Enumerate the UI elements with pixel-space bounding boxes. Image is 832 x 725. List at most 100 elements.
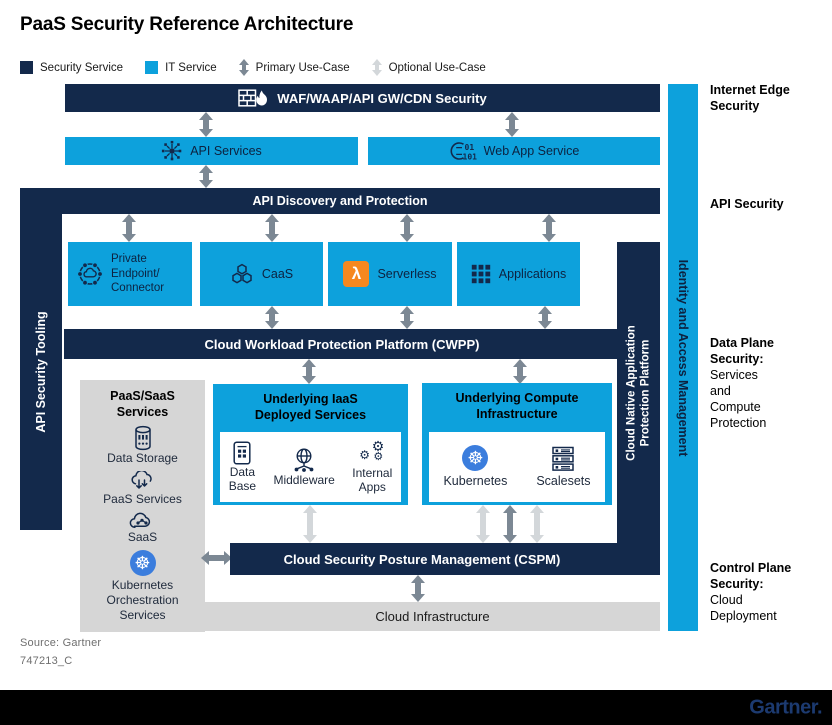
middleware-label: Middleware [273,472,335,487]
underlying-iaas-panel: Underlying IaaS Deployed Services Data B… [213,384,408,505]
label-line: Orchestration [106,592,179,607]
kubernetes-icon: ☸ [462,445,489,471]
label-line: Services [710,368,758,382]
waf-bar: WAF/WAAP/API GW/CDN Security [65,84,660,112]
label-line: Cloud [710,593,743,607]
container-cluster-icon [232,263,252,284]
label-line: Services [119,607,166,622]
saas-label: SaaS [127,529,158,544]
paas-saas-services-panel: PaaS/SaaS Services Data Storage [80,380,205,632]
underlying-iaas-title: Underlying IaaS Deployed Services [255,391,366,424]
scalesets-label: Scalesets [536,473,591,488]
label-line: Control Plane [710,561,792,575]
primary-arrow [542,214,556,242]
title-line: Services [116,405,169,420]
cnapp-label: Cloud Native Application Protection Plat… [624,325,653,461]
title-line: Underlying IaaS [263,392,358,406]
optional-arrow [303,505,317,543]
api-services-label: API Services [190,144,262,158]
label-line: Data [229,464,256,479]
kubernetes-icon: ☸ [129,549,156,576]
legend: Security Service IT Service Primary Use-… [20,59,508,76]
cwpp-label: Cloud Workload Protection Platform (CWPP… [204,336,480,352]
optional-arrow [530,505,544,543]
legend-it-service: IT Service [145,61,217,74]
optional-arrow [476,505,490,543]
lambda-icon: λ [343,261,370,287]
primary-arrow [199,165,213,188]
underlying-compute-title: Underlying Compute Infrastructure [456,390,579,423]
label-line: Private [111,253,147,266]
legend-optional-use-case: Optional Use-Case [372,59,486,76]
footer-bar: Gartner. [0,690,832,725]
private-endpoint-label: Private Endpoint/ Connector [111,252,164,295]
label-line: Internet Edge [710,83,790,97]
middleware-item: Middleware [273,447,335,487]
primary-arrow-icon [239,59,249,76]
api-discovery-label: API Discovery and Protection [252,194,428,208]
paas-cloud-icon [131,470,153,489]
iaas-inner-box: Data Base Middleware ⚙⚙⚙ Internal Apps [220,432,401,502]
title-line: Infrastructure [476,407,558,422]
api-services-box: API Services [65,137,358,165]
primary-arrow [265,214,279,242]
document-id: 747213_C [20,655,73,667]
cnapp-bar: Cloud Native Application Protection Plat… [617,242,660,543]
primary-arrow [400,214,414,242]
api-security-label: API Security [710,196,832,212]
api-security-tooling-label: API Security Tooling [34,311,48,433]
label-line: Data Plane [710,336,774,350]
web-app-service-label: Web App Service [483,144,580,158]
private-endpoint-box: Private Endpoint/ Connector [68,242,192,306]
api-hub-icon [162,140,182,161]
paas-services-label: PaaS Services [103,491,182,506]
cwpp-bar: Cloud Workload Protection Platform (CWPP… [64,329,620,359]
cloud-infrastructure-bar: Cloud Infrastructure [205,602,660,631]
kubernetes-item: ☸ Kubernetes [443,445,507,489]
internet-edge-security-label: Internet Edge Security [710,82,832,114]
kubernetes-orchestration-item: ☸ Kubernetes Orchestration Services [106,549,179,623]
paas-saas-title: PaaS/SaaS Services [110,388,175,421]
source-note: Source: Gartner [20,637,102,649]
title-line: PaaS/SaaS [110,389,175,403]
applications-label: Applications [498,267,567,281]
data-storage-label: Data Storage [107,450,178,465]
saas-item: SaaS [128,512,157,545]
serverless-box: λ Serverless [328,242,452,306]
gears-icon: ⚙⚙⚙ [359,437,385,463]
cloud-infrastructure-label: Cloud Infrastructure [375,609,490,624]
primary-horizontal-arrow [201,550,232,565]
icon-digits: 01 [464,143,474,152]
primary-arrow [302,359,316,384]
it-service-swatch [145,61,159,74]
legend-security-service: Security Service [20,61,123,74]
icon-digits: 101 [462,153,477,161]
cspm-label: Cloud Security Posture Management (CSPM) [283,551,561,567]
paas-services-item: PaaS Services [103,470,182,507]
label-line: Base [228,479,257,493]
label-line: Kubernetes [111,577,174,592]
kubernetes-label: Kubernetes [443,474,508,488]
database-icon [233,441,251,465]
label-line: Protection [710,416,767,430]
web-globe-icon: 01 101 [450,142,477,161]
primary-arrow [122,214,136,242]
label-line: Security [710,99,760,113]
api-discovery-bar: API Discovery and Protection [20,188,660,214]
data-plane-security-label: Data Plane Security: Services and Comput… [710,335,832,431]
endpoint-ring-icon [77,262,103,286]
label-line: Compute [710,400,761,414]
label-line: Deployment [710,609,777,623]
legend-label: Security Service [40,61,124,74]
underlying-compute-panel: Underlying Compute Infrastructure ☸ Kube… [422,383,612,505]
primary-arrow [265,306,279,329]
primary-arrow [199,112,213,137]
label-line: Security: [710,577,764,591]
optional-arrow-icon [372,59,382,76]
primary-arrow [538,306,552,329]
label-line: Apps [358,480,386,494]
primary-arrow [505,112,519,137]
label-line: Connector [111,282,165,295]
caas-label: CaaS [261,267,294,281]
